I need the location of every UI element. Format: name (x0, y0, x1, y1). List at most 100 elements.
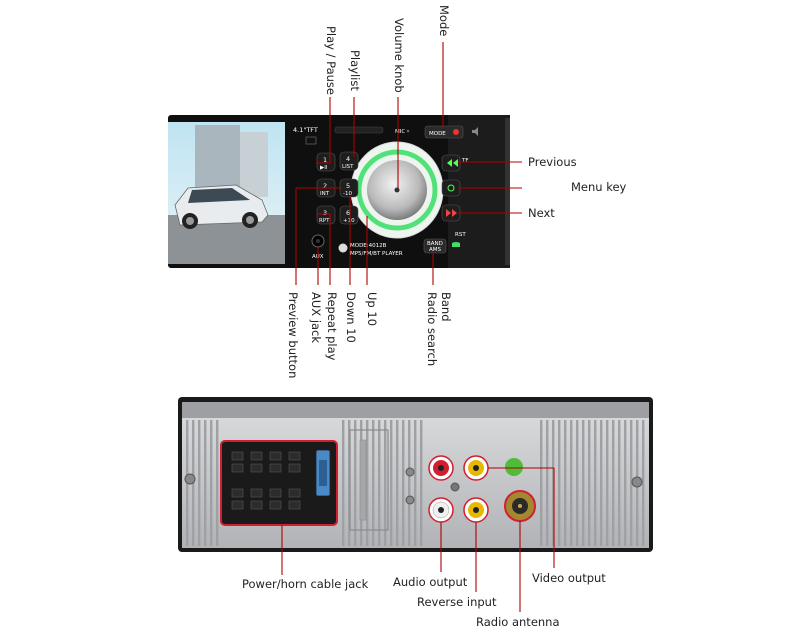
svg-text:▶II: ▶II (320, 165, 328, 171)
label-audio-output: Audio output (393, 575, 468, 589)
heatsink-rib (600, 420, 603, 546)
power-horn-connector[interactable] (220, 440, 338, 526)
mode-button[interactable]: MODE (424, 125, 464, 139)
heatsink-rib (618, 420, 621, 546)
heatsink-rib (540, 420, 543, 546)
mode-icon (453, 129, 459, 135)
connector-pin (269, 463, 282, 473)
rear-panel (178, 397, 653, 552)
connector-pin (231, 500, 244, 510)
connector-pin (231, 463, 244, 473)
heatsink-rib (354, 420, 357, 546)
rca-video-output-yellow[interactable] (463, 455, 489, 481)
band-button-label: BAND (427, 241, 443, 247)
aux-jack[interactable] (311, 234, 325, 248)
connector-pin (250, 500, 263, 510)
heatsink-rib (402, 420, 405, 546)
heatsink-rib (558, 420, 561, 546)
svg-text:4: 4 (346, 155, 350, 163)
connector-pin (288, 463, 301, 473)
label-up-10: Up 10 (365, 292, 379, 326)
ams-button-label: AMS (429, 247, 442, 253)
key-6-up-10[interactable]: 6 +10 (339, 205, 359, 225)
svg-text:LIST: LIST (342, 164, 354, 170)
connector-pin (269, 451, 282, 461)
band-ams-button[interactable]: BAND AMS (423, 238, 460, 254)
radio-antenna-jack[interactable] (504, 490, 536, 522)
connector-pin (269, 500, 282, 510)
mount-hole-right (631, 476, 643, 488)
connector-pin (288, 500, 301, 510)
svg-text:2: 2 (323, 182, 327, 190)
heatsink-rib (420, 420, 423, 546)
front-labels: Mode Volume knob Playlist Play / Pause P… (286, 5, 627, 378)
label-next: Next (528, 206, 555, 220)
heatsink-rib (630, 420, 633, 546)
label-preview-button: Preview button (286, 292, 300, 378)
svg-text:INT: INT (320, 191, 330, 197)
player-label: MP5/FM/BT PLAYER (350, 251, 403, 257)
phone-icon (452, 242, 460, 247)
heatsink-rib (582, 420, 585, 546)
label-previous: Previous (528, 155, 577, 169)
svg-text:+10: +10 (343, 218, 355, 224)
label-power-horn-jack: Power/horn cable jack (242, 577, 369, 591)
heatsink-rib (378, 420, 381, 546)
screen-size-tag: 4.1"TFT (293, 126, 318, 134)
heatsink-rib (384, 420, 387, 546)
reset-label: RST (455, 232, 466, 238)
heatsink-rib (414, 420, 417, 546)
key-5-down-10[interactable]: 5 -10 (339, 178, 359, 198)
mic-label: MIC (395, 129, 405, 135)
heatsink-rib (594, 420, 597, 546)
label-volume-knob: Volume knob (392, 18, 406, 93)
connector-pin (288, 451, 301, 461)
heatsink-rib (546, 420, 549, 546)
heatsink-rib (204, 420, 207, 546)
svg-text:1: 1 (323, 156, 327, 164)
label-menu-key: Menu key (571, 180, 627, 194)
tf-label: TF (461, 158, 469, 164)
svg-text:-10: -10 (343, 191, 352, 197)
heatsink-rib (564, 420, 567, 546)
qc-sticker (505, 458, 523, 476)
connector-pin (250, 488, 263, 498)
heatsink-rib (342, 420, 345, 546)
label-repeat-play: Repeat play (325, 292, 339, 361)
svg-text:5: 5 (346, 182, 350, 190)
label-radio-search: Radio search (425, 292, 439, 366)
bt-icon (305, 136, 317, 145)
menu-key-button[interactable] (441, 179, 461, 197)
model-label: MODE:4012B (350, 243, 387, 249)
key-1-play-pause[interactable]: 1 ▶II (316, 152, 336, 172)
key-4-playlist[interactable]: 4 LIST (339, 151, 359, 171)
label-mode: Mode (437, 5, 451, 36)
heatsink-rib (216, 420, 219, 546)
rca-audio-output-white[interactable] (428, 497, 454, 523)
svg-text:6: 6 (346, 209, 350, 217)
player-logo-icon (338, 243, 348, 253)
label-play-pause: Play / Pause (324, 26, 338, 95)
rca-reverse-input-yellow[interactable] (463, 497, 489, 523)
heatsink-rib (642, 420, 645, 546)
heatsink-rib (210, 420, 213, 546)
connector-pin (231, 451, 244, 461)
heatsink-rib (366, 420, 369, 546)
key-3-repeat[interactable]: 3 RPT (316, 205, 336, 225)
rear-labels: Power/horn cable jack Audio output Rever… (242, 571, 606, 629)
mount-hole-left (184, 473, 196, 485)
label-aux-jack: AUX jack (309, 292, 323, 343)
mode-button-label: MODE (429, 131, 446, 137)
heatsink-rib (390, 420, 393, 546)
volume-knob[interactable] (350, 141, 444, 239)
menu-icon (447, 184, 455, 192)
label-band: Band (439, 292, 453, 322)
next-button[interactable] (441, 204, 461, 222)
connector-pin (288, 488, 301, 498)
connector-pin (250, 463, 263, 473)
rca-audio-output-red[interactable] (428, 455, 454, 481)
previous-button[interactable] (441, 154, 461, 172)
heatsink-rib (396, 420, 399, 546)
front-panel: 4.1"TFT MIC TF MODE 1 ▶II (168, 115, 510, 268)
